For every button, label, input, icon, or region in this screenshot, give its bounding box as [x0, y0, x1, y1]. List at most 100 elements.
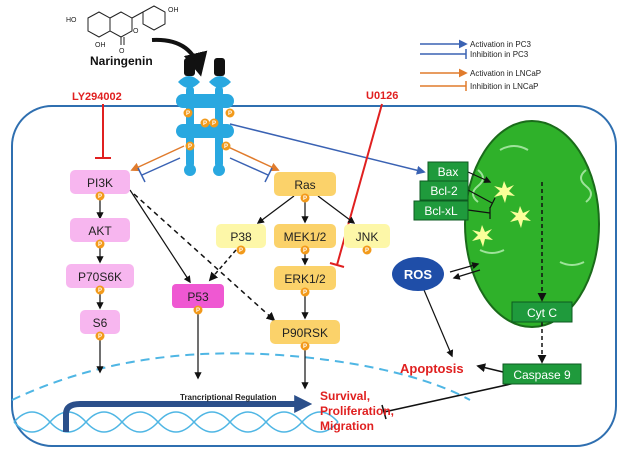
- phospho-icon: P: [95, 239, 105, 249]
- node-ros-label: ROS: [404, 267, 433, 282]
- phospho-icon: P: [300, 193, 310, 203]
- phospho-icon: P: [185, 141, 195, 151]
- svg-text:P: P: [303, 196, 307, 202]
- svg-text:P: P: [98, 288, 102, 294]
- receptor-pi3k-pc3-inhibition: [141, 157, 181, 176]
- node-cytc-label: Cyt C: [527, 306, 557, 320]
- bax-mito-arrow: [467, 171, 492, 183]
- nucleus-boundary: [11, 352, 471, 401]
- svg-text:P: P: [365, 248, 369, 254]
- apoptosis-label: Apoptosis: [400, 361, 464, 376]
- node-p70s6k: P70S6K: [66, 264, 134, 288]
- receptor-icon: [176, 58, 234, 176]
- phospho-icon: P: [95, 191, 105, 201]
- caspase-survival-inhibition-bar: [381, 404, 387, 420]
- naringenin-atom-label: O: [133, 28, 139, 35]
- node-bcl2: Bcl-2: [419, 180, 469, 201]
- mitochondrion-icon: [464, 120, 600, 328]
- node-akt-label: AKT: [88, 224, 112, 238]
- phospho-icon: P: [300, 287, 310, 297]
- legend: Activation in PC3 Inhibition in PC3 Acti…: [420, 39, 541, 91]
- node-ros: ROS: [392, 257, 444, 291]
- transcription-label: Trancriptional Regulation: [180, 393, 277, 402]
- phospho-icon: P: [300, 245, 310, 255]
- node-bclxl: Bcl-xL: [413, 200, 469, 221]
- legend-lncap-activation: Activation in LNCaP: [470, 69, 541, 78]
- legend-pc3-activation: Activation in PC3: [470, 40, 531, 49]
- outcome-label-proliferation: Proliferation,: [320, 404, 394, 418]
- cell-membrane: [11, 105, 617, 447]
- receptor-ras-pc3-inhibition: [229, 157, 269, 176]
- node-ras-label: Ras: [294, 178, 315, 192]
- phospho-icon: P: [225, 108, 235, 118]
- node-jnk: JNK: [344, 224, 390, 248]
- ros-mito-arrow: [449, 262, 480, 273]
- mito-ros-arrow: [452, 269, 481, 280]
- svg-text:P: P: [188, 144, 192, 150]
- pi3k-p90rsk-dashed-arrow: [133, 193, 276, 322]
- node-p38-label: P38: [230, 230, 252, 244]
- svg-text:P: P: [98, 194, 102, 200]
- svg-text:P: P: [228, 111, 232, 117]
- svg-text:P: P: [98, 242, 102, 248]
- naringenin-atom-label: OH: [95, 42, 106, 49]
- receptor-ras-lncap-activation: [225, 145, 280, 172]
- node-s6-label: S6: [93, 316, 108, 330]
- phospho-icon: P: [362, 245, 372, 255]
- caspase-survival-inhibition: [383, 381, 521, 413]
- node-ras: Ras: [274, 172, 336, 196]
- node-p53: P53: [172, 284, 224, 308]
- node-p53-label: P53: [187, 290, 209, 304]
- naringenin-atom-label: O: [119, 48, 125, 55]
- svg-text:P: P: [212, 121, 216, 127]
- phospho-chips: P P P P P P P P P P P P P P P P P: [95, 108, 372, 351]
- outcome-label-migration: Migration: [320, 419, 374, 433]
- phospho-icon: P: [236, 245, 246, 255]
- outcome-label-survival: Survival,: [320, 389, 370, 403]
- node-p90rsk: P90RSK: [270, 320, 340, 344]
- phospho-icon: P: [95, 285, 105, 295]
- ras-jnk-arrow: [317, 195, 356, 224]
- node-caspase9: Caspase 9: [502, 363, 582, 385]
- phospho-icon: P: [300, 341, 310, 351]
- legend-lncap-inhibition: Inhibition in LNCaP: [470, 82, 538, 91]
- phospho-icon: P: [209, 118, 219, 128]
- u0126-label: U0126: [366, 90, 398, 102]
- node-mek-label: MEK1/2: [284, 230, 327, 244]
- svg-text:P: P: [196, 308, 200, 314]
- naringenin-label: Naringenin: [90, 54, 153, 68]
- svg-text:P: P: [303, 344, 307, 350]
- phospho-icon: P: [183, 108, 193, 118]
- transcription-arrow: [63, 395, 313, 432]
- naringenin-atom-label: HO: [66, 17, 77, 24]
- node-mek: MEK1/2: [274, 224, 336, 248]
- node-bcl2-label: Bcl-2: [430, 184, 458, 198]
- node-p90rsk-label: P90RSK: [282, 326, 328, 340]
- node-erk-label: ERK1/2: [284, 272, 326, 286]
- pi3k-p53-arrow: [129, 189, 191, 284]
- bcl2-mito-inhibition: [467, 189, 493, 204]
- node-pi3k-label: PI3K: [87, 176, 113, 190]
- bclxl-mito-inhibition: [467, 209, 491, 214]
- receptor-mito-pc3-activation: [229, 123, 426, 175]
- node-akt: AKT: [70, 218, 130, 242]
- node-bclxl-label: Bcl-xL: [424, 204, 458, 218]
- pore-icon: [472, 181, 531, 247]
- receptor-pi3k-lncap-activation: [130, 145, 185, 172]
- node-caspase9-label: Caspase 9: [513, 368, 571, 382]
- node-s6: S6: [80, 310, 120, 334]
- naringenin-atom-label: OH: [168, 7, 179, 14]
- node-p70s6k-label: P70S6K: [78, 270, 122, 284]
- svg-text:P: P: [239, 248, 243, 254]
- ly294002-label: LY294002: [72, 91, 122, 103]
- naringenin-structure-icon: [87, 5, 166, 45]
- svg-text:P: P: [98, 334, 102, 340]
- phospho-icon: P: [200, 118, 210, 128]
- node-cytc: Cyt C: [511, 301, 573, 323]
- node-pi3k: PI3K: [70, 170, 130, 194]
- node-bax-label: Bax: [438, 165, 459, 179]
- phospho-icon: P: [221, 141, 231, 151]
- phospho-icon: P: [95, 331, 105, 341]
- svg-text:P: P: [203, 121, 207, 127]
- node-erk: ERK1/2: [274, 266, 336, 290]
